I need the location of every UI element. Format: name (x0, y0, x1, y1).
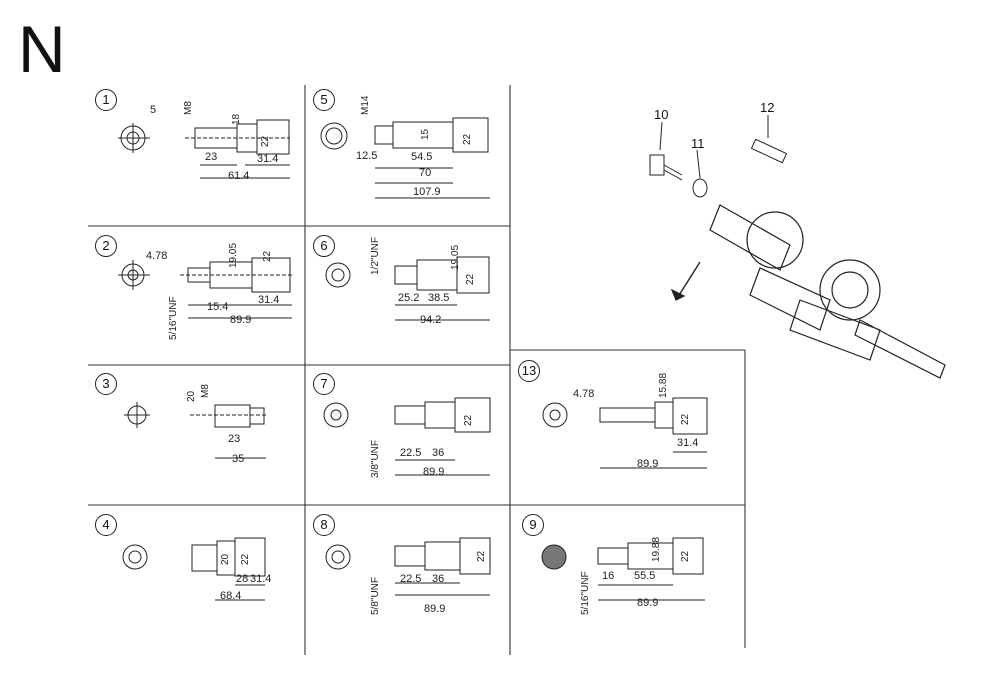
shaft-end-view-1 (118, 123, 150, 153)
dim-label: 36 (432, 573, 445, 585)
dim-label: 31.4 (257, 153, 279, 165)
cell-number-13: 13 (518, 360, 540, 382)
shaft-end-view-7 (323, 402, 349, 428)
cell-number-5: 5 (313, 89, 335, 111)
section-letter: N (18, 12, 66, 86)
dim-label: 15.4 (207, 301, 229, 313)
dim-label: 22 (465, 273, 476, 285)
dim-label: 31.4 (250, 573, 272, 585)
shaft-end-view-6 (325, 262, 351, 288)
dim-label: 35 (232, 453, 245, 465)
shaft-end-view-3 (124, 402, 150, 428)
dim-label: 22 (260, 135, 271, 147)
cell-number-1: 1 (95, 89, 117, 111)
dim-label: 5/16"UNF (580, 571, 591, 615)
dim-label: 3/8"UNF (370, 439, 381, 478)
cell-number-8: 8 (313, 514, 335, 536)
cell-number-2: 2 (95, 235, 117, 257)
shaft-side-view-4 (191, 537, 266, 601)
shaft-side-view-9 (597, 537, 705, 601)
dim-label: 89.9 (424, 603, 446, 615)
dim-label: 5/16"UNF (168, 296, 179, 340)
dim-label: 70 (419, 167, 432, 179)
dim-label: M8 (183, 101, 194, 115)
cell-number-6: 6 (313, 235, 335, 257)
shaft-end-view-8 (325, 544, 351, 570)
dim-label: M8 (200, 384, 211, 398)
cell-number-4: 4 (95, 514, 117, 536)
callout-number-12: 12 (760, 100, 775, 115)
dim-label: 20 (186, 390, 197, 402)
dim-label: 61.4 (228, 170, 250, 182)
dim-label: 22 (262, 250, 273, 262)
dim-label: 19.05 (228, 242, 239, 268)
cell-number-9: 9 (522, 514, 544, 536)
dim-label: 20 (220, 553, 231, 565)
shaft-end-view-4 (122, 544, 148, 570)
callout-leader-11 (696, 149, 701, 179)
dim-label: 22 (680, 413, 691, 425)
dim-label: 16 (602, 570, 615, 582)
dim-label: 38.5 (428, 292, 450, 304)
cell-number-3: 3 (95, 373, 117, 395)
dim-label: 55.5 (634, 570, 656, 582)
callout-number-11: 11 (691, 136, 705, 151)
dim-label: 22.5 (400, 447, 422, 459)
dim-label: 54.5 (411, 151, 433, 163)
dim-label: 15.88 (658, 372, 669, 398)
shaft-end-view-13 (542, 402, 568, 428)
dim-label: 1/2"UNF (370, 236, 381, 275)
dim-label: 31.4 (258, 294, 280, 306)
dim-label: 22 (476, 550, 487, 562)
dim-label: 15 (420, 128, 431, 140)
shaft-end-view-5 (320, 122, 348, 150)
cell-number-7: 7 (313, 373, 335, 395)
dim-label: 22 (463, 414, 474, 426)
dim-label: 4.78 (573, 388, 595, 400)
dim-label: 107.9 (413, 186, 441, 198)
dim-label: 22.5 (400, 573, 422, 585)
dim-label: 23 (228, 433, 241, 445)
callout-leader-10 (659, 121, 663, 151)
dim-label: 89.9 (637, 597, 659, 609)
dim-label: 89.9 (637, 458, 659, 470)
shaft-end-view-9 (541, 544, 567, 570)
dim-label: 25.2 (398, 292, 420, 304)
dim-label: 23 (205, 151, 218, 163)
key-part-12 (750, 138, 788, 164)
dim-label: 19.88 (651, 536, 662, 562)
shaft-side-view-6 (394, 256, 490, 321)
dim-label: 89.9 (423, 466, 445, 478)
shaft-side-view-1 (185, 119, 290, 179)
dim-label: 89.9 (230, 314, 252, 326)
dim-label: M14 (360, 95, 371, 115)
washer-part-11 (692, 178, 708, 198)
dim-label: 12.5 (356, 150, 378, 162)
dim-label: 31.4 (677, 437, 699, 449)
dim-label: 22 (462, 133, 473, 145)
shaft-side-view-2 (180, 257, 292, 319)
crankshaft-illustration (670, 204, 946, 379)
dim-label: 19.05 (450, 244, 461, 270)
shaft-end-view-2 (118, 260, 150, 290)
callout-number-10: 10 (654, 107, 669, 122)
bolt-part-10 (649, 154, 683, 181)
dim-label: 68.4 (220, 590, 242, 602)
dim-label: 28 (236, 573, 249, 585)
dim-label: 5 (150, 104, 157, 116)
shaft-side-view-3 (190, 404, 266, 459)
dim-label: 5/8"UNF (370, 576, 381, 615)
dim-label: 94.2 (420, 314, 442, 326)
dim-label: 22 (240, 553, 251, 565)
dim-label: 22 (680, 550, 691, 562)
shaft-side-view-7 (394, 397, 491, 476)
shaft-side-view-8 (394, 537, 491, 596)
shaft-side-view-5 (374, 117, 490, 199)
dim-label: 36 (432, 447, 445, 459)
shaft-side-view-13 (599, 397, 708, 469)
dim-label: 4.78 (146, 250, 168, 262)
dim-label: 18 (231, 113, 242, 125)
